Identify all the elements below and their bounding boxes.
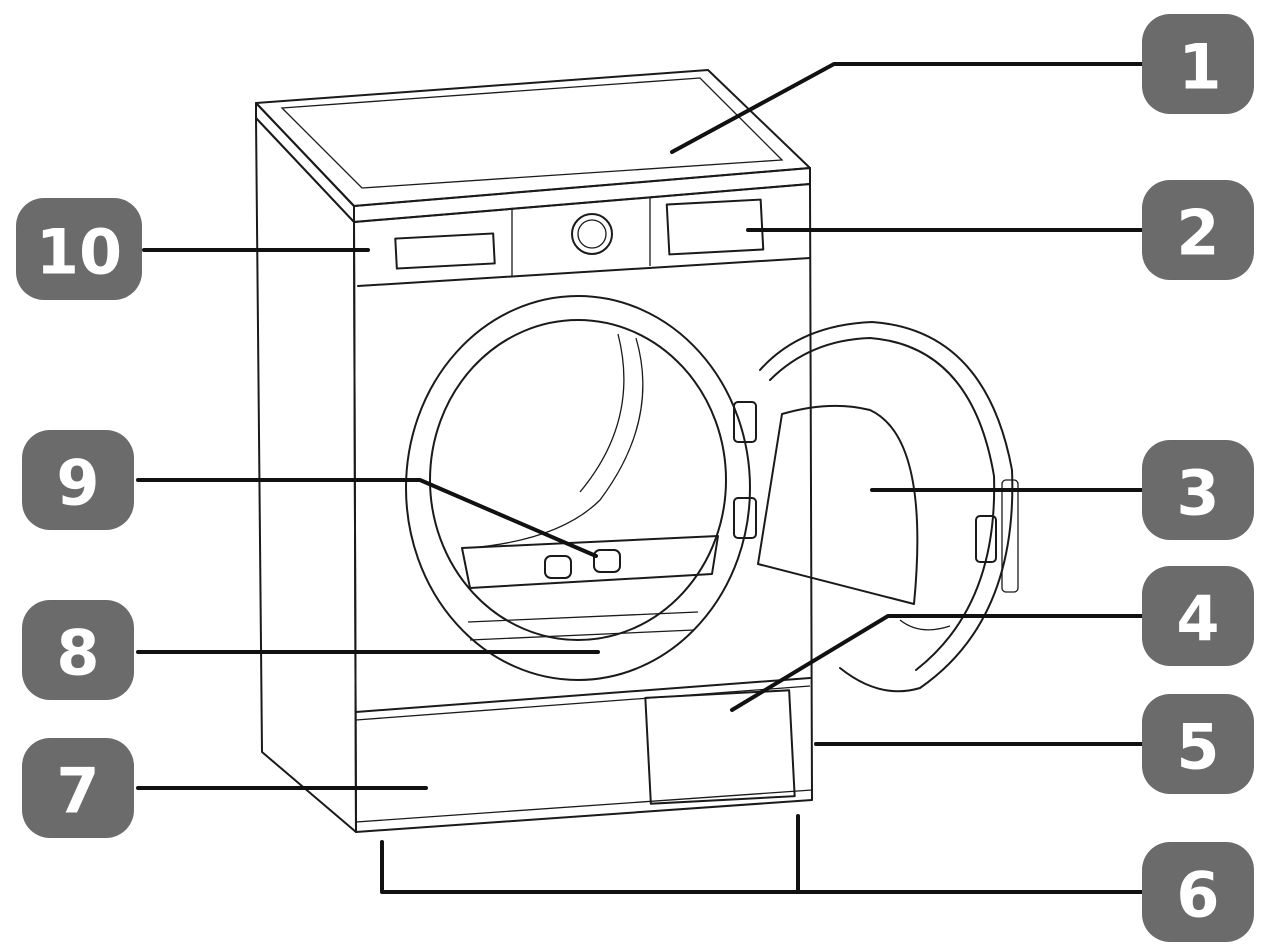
callout-6: 6	[1142, 842, 1254, 942]
top-cover	[255, 69, 811, 223]
callout-5: 5	[1142, 694, 1254, 794]
callout-4-label: 4	[1176, 583, 1219, 656]
door-hinge-top	[733, 401, 757, 443]
leader-1	[670, 62, 1146, 154]
callout-7-label: 7	[56, 755, 99, 828]
door-latch	[975, 515, 997, 563]
callout-8: 8	[22, 600, 134, 700]
dryer-illustration	[255, 69, 1019, 833]
callout-3-label: 3	[1176, 457, 1219, 530]
callout-9: 9	[22, 430, 134, 530]
callout-3: 3	[1142, 440, 1254, 540]
callout-2-label: 2	[1176, 197, 1219, 270]
callout-8-label: 8	[56, 617, 99, 690]
callout-7: 7	[22, 738, 134, 838]
callout-9-label: 9	[56, 447, 99, 520]
callout-6-label: 6	[1176, 859, 1219, 932]
control-display	[665, 198, 765, 256]
control-panel	[357, 198, 811, 287]
callout-10: 10	[16, 198, 142, 300]
callout-1: 1	[1142, 14, 1254, 114]
condenser-cover	[644, 689, 796, 805]
water-tank-drawer	[394, 232, 496, 270]
loading-door	[733, 321, 1019, 693]
callout-10-label: 10	[36, 216, 122, 289]
callout-2: 2	[1142, 180, 1254, 280]
door-hinge-bottom	[733, 497, 757, 539]
side-panel	[255, 117, 357, 833]
leader-6	[380, 840, 1146, 894]
leader-4	[730, 614, 1146, 712]
leader-lines	[136, 62, 1146, 894]
filter-handle-right	[593, 549, 621, 573]
callout-5-label: 5	[1176, 711, 1219, 784]
leader-9	[136, 478, 598, 558]
plinth	[355, 677, 813, 823]
program-knob	[571, 213, 613, 255]
front-panel	[353, 183, 813, 833]
door-opening	[405, 295, 751, 681]
callout-1-label: 1	[1178, 31, 1221, 104]
filter-handle-left	[544, 555, 572, 579]
callout-4: 4	[1142, 566, 1254, 666]
